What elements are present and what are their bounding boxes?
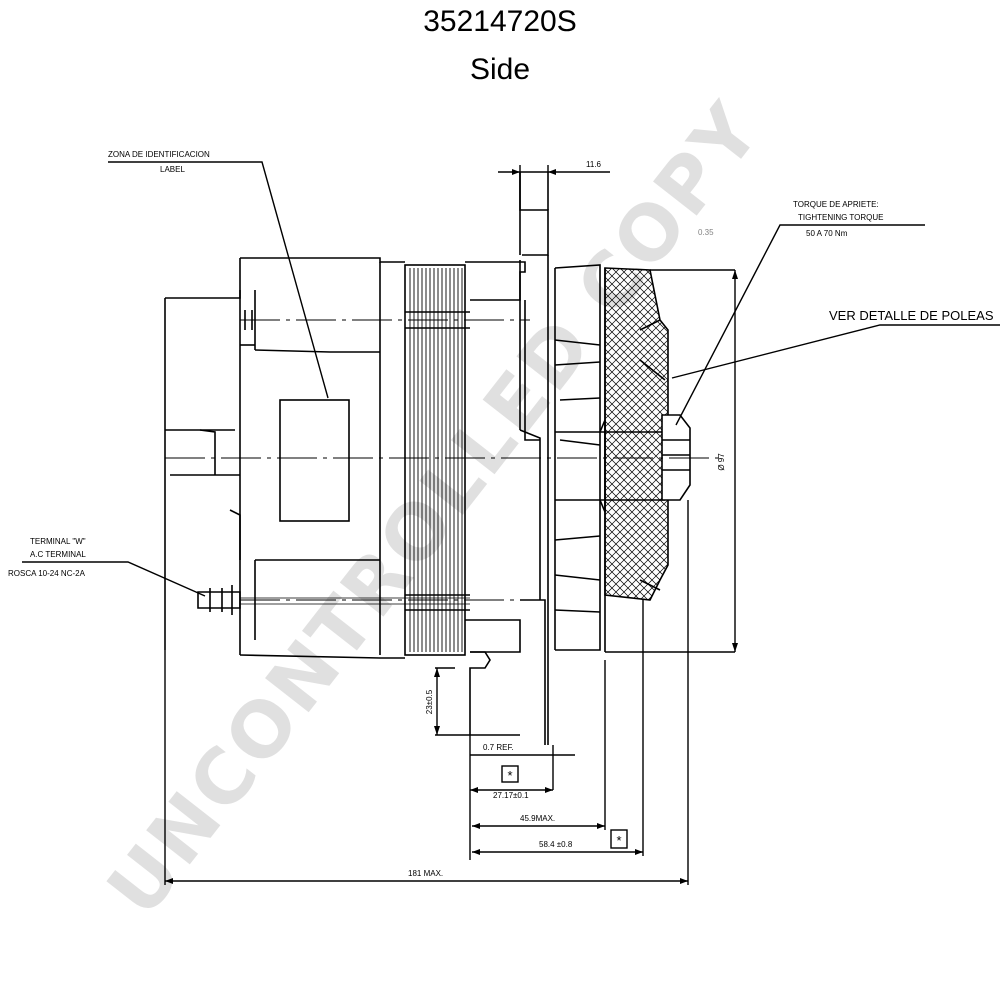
cooling-fan xyxy=(554,264,601,651)
label-id-zone-en: LABEL xyxy=(160,165,185,174)
dim-181 xyxy=(164,500,689,885)
leader-terminal xyxy=(22,561,206,597)
dim-23 xyxy=(435,667,520,736)
label-torque-es: TORQUE DE APRIETE: xyxy=(793,200,879,209)
label-torque-en: TIGHTENING TORQUE xyxy=(798,213,884,222)
leader-pulley xyxy=(671,324,1000,379)
dim-value-11-6: 11.6 xyxy=(586,160,602,169)
dim-value-0-7: 0.7 REF. xyxy=(483,743,514,752)
label-ac-terminal: A.C TERMINAL xyxy=(30,550,86,559)
dim-value-23: 23±0.5 xyxy=(425,689,434,714)
label-id-zone-es: ZONA DE IDENTIFICACION xyxy=(108,150,210,159)
center-lines xyxy=(165,319,720,601)
dim-value-27-17: 27.17±0.1 xyxy=(493,791,529,800)
label-thread: ROSCA 10-24 NC-2A xyxy=(8,569,86,578)
star-marker-1: * xyxy=(507,768,512,783)
view-title: Side xyxy=(469,53,531,86)
label-pulley-detail: VER DETALLE DE POLEAS xyxy=(829,308,994,323)
watermark-text: UNCONTROLLED COPY xyxy=(90,85,779,932)
dim-value-181: 181 MAX. xyxy=(408,869,443,878)
front-bracket xyxy=(469,172,549,745)
terminal-w-stud xyxy=(197,585,470,615)
dim-value-58-4: 58.4 ±0.8 xyxy=(539,840,573,849)
dim-value-45-9: 45.9MAX. xyxy=(520,814,555,823)
leader-id-zone xyxy=(108,161,329,399)
label-torque-value: 50 A 70 Nm xyxy=(806,229,848,238)
dim-45-9 xyxy=(472,660,606,830)
star-marker-2: * xyxy=(616,833,621,848)
dim-value-diameter: Ø 97 xyxy=(717,453,726,471)
star-markers: * * xyxy=(501,765,628,849)
dimension-arrowheads xyxy=(165,169,738,884)
dim-58-4 xyxy=(472,600,644,856)
dim-value-0-35: 0.35 xyxy=(698,228,714,237)
pulley xyxy=(604,267,735,653)
stator-lamination-lines xyxy=(409,268,463,652)
dim-27-17 xyxy=(470,745,554,791)
stator-core xyxy=(404,261,526,656)
dim-0-7 xyxy=(469,735,575,860)
part-number-title: 35214720S xyxy=(423,5,577,38)
label-terminal-w: TERMINAL "W" xyxy=(30,537,86,546)
leader-torque xyxy=(675,224,925,426)
identification-label-box xyxy=(279,399,350,522)
